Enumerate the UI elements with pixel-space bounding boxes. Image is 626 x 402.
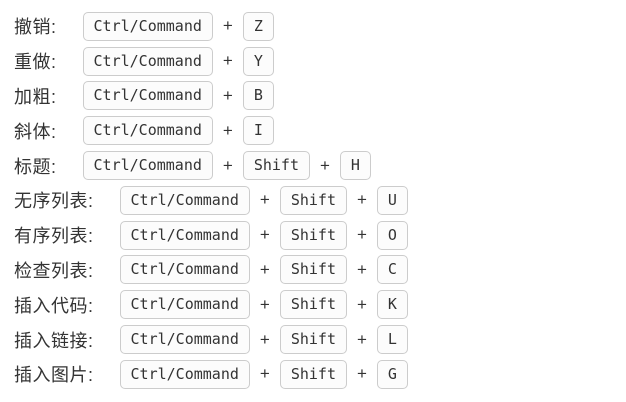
shortcut-label: 撤销:	[14, 17, 57, 38]
plus-separator: +	[222, 51, 233, 71]
kbd-key: Ctrl/Command	[82, 46, 213, 76]
plus-separator: +	[356, 225, 367, 245]
plus-separator: +	[222, 120, 233, 140]
shortcut-row: 有序列表: Ctrl/Command + Shift + O	[14, 218, 626, 253]
shortcut-label: 加粗:	[14, 86, 57, 107]
shortcut-row: 标题: Ctrl/Command + Shift + H	[14, 148, 626, 183]
plus-separator: +	[259, 294, 270, 314]
shortcut-label: 重做:	[14, 52, 57, 73]
plus-separator: +	[319, 155, 330, 175]
kbd-key: I	[242, 116, 274, 146]
kbd-key: Ctrl/Command	[119, 325, 250, 355]
plus-separator: +	[222, 16, 233, 36]
shortcut-label: 标题:	[14, 156, 57, 177]
shortcut-row: 斜体: Ctrl/Command + I	[14, 113, 626, 148]
plus-separator: +	[356, 364, 367, 384]
kbd-key: Ctrl/Command	[119, 290, 250, 320]
kbd-key: B	[242, 81, 274, 111]
shortcut-row: 插入代码: Ctrl/Command + Shift + K	[14, 287, 626, 322]
shortcut-row: 检查列表: Ctrl/Command + Shift + C	[14, 253, 626, 288]
kbd-key: Ctrl/Command	[82, 116, 213, 146]
shortcut-list: 撤销: Ctrl/Command + Z 重做: Ctrl/Command + Y 加粗: Ctr…	[14, 9, 626, 392]
kbd-key: Shift	[242, 151, 310, 181]
shortcut-row: 加粗: Ctrl/Command + B	[14, 79, 626, 114]
kbd-key: Ctrl/Command	[119, 185, 250, 215]
kbd-key: Shift	[279, 185, 347, 215]
plus-separator: +	[259, 329, 270, 349]
kbd-key: Ctrl/Command	[119, 255, 250, 285]
kbd-key: C	[376, 255, 408, 285]
shortcut-row: 无序列表: Ctrl/Command + Shift + U	[14, 183, 626, 218]
shortcut-row: 插入链接: Ctrl/Command + Shift + L	[14, 322, 626, 357]
shortcuts-help: 撤销: Ctrl/Command + Z 重做: Ctrl/Command + Y 加粗: Ctr…	[14, 9, 626, 392]
kbd-key: G	[376, 359, 408, 389]
kbd-key: Ctrl/Command	[119, 359, 250, 389]
kbd-key: Y	[242, 46, 274, 76]
kbd-key: U	[376, 185, 408, 215]
kbd-key: Ctrl/Command	[82, 11, 213, 41]
kbd-key: Shift	[279, 220, 347, 250]
plus-separator: +	[222, 155, 233, 175]
kbd-key: Ctrl/Command	[82, 151, 213, 181]
kbd-key: Z	[242, 11, 274, 41]
kbd-key: K	[376, 290, 408, 320]
shortcut-label: 无序列表:	[14, 191, 94, 212]
shortcut-label: 检查列表:	[14, 260, 94, 281]
kbd-key: O	[376, 220, 408, 250]
plus-separator: +	[356, 259, 367, 279]
shortcut-label: 斜体:	[14, 121, 57, 142]
shortcut-row: 重做: Ctrl/Command + Y	[14, 44, 626, 79]
kbd-key: Shift	[279, 359, 347, 389]
kbd-key: Ctrl/Command	[82, 81, 213, 111]
shortcut-label: 有序列表:	[14, 226, 94, 247]
kbd-key: Shift	[279, 325, 347, 355]
plus-separator: +	[259, 190, 270, 210]
plus-separator: +	[356, 329, 367, 349]
kbd-key: Ctrl/Command	[119, 220, 250, 250]
plus-separator: +	[259, 364, 270, 384]
shortcut-label: 插入图片:	[14, 365, 94, 386]
shortcut-label: 插入代码:	[14, 295, 94, 316]
shortcut-row: 插入图片: Ctrl/Command + Shift + G	[14, 357, 626, 392]
shortcut-label: 插入链接:	[14, 330, 94, 351]
kbd-key: H	[339, 151, 371, 181]
plus-separator: +	[259, 259, 270, 279]
plus-separator: +	[356, 190, 367, 210]
kbd-key: Shift	[279, 290, 347, 320]
plus-separator: +	[222, 85, 233, 105]
plus-separator: +	[259, 225, 270, 245]
kbd-key: Shift	[279, 255, 347, 285]
kbd-key: L	[376, 325, 408, 355]
plus-separator: +	[356, 294, 367, 314]
shortcut-row: 撤销: Ctrl/Command + Z	[14, 9, 626, 44]
